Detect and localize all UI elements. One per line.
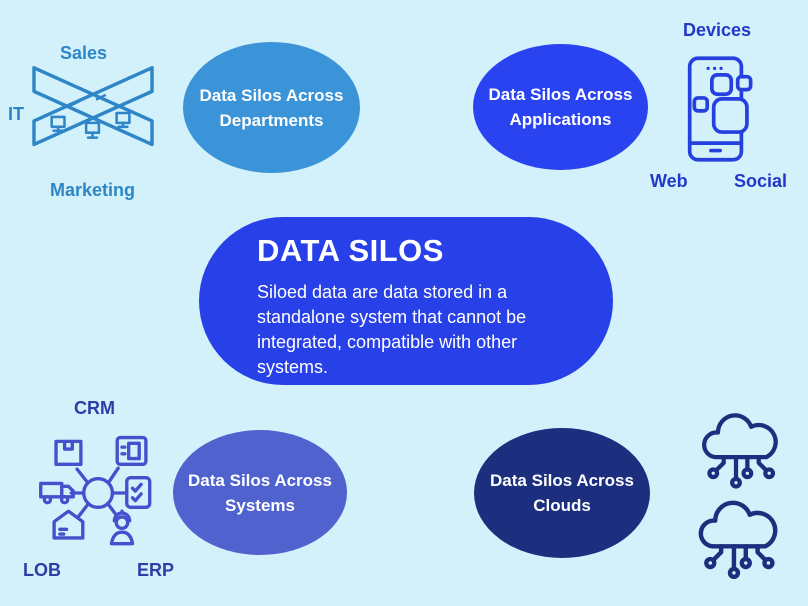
card-body-line: integrated, compatible with other: [257, 332, 518, 352]
ellipse-label-line: Departments: [219, 110, 324, 130]
ellipse-label-line: Data Silos Across: [188, 470, 332, 490]
ellipse-label-line: Applications: [509, 110, 612, 129]
label-crm: CRM: [74, 398, 115, 418]
connected-clouds-icon: [686, 406, 786, 586]
label-web: Web: [650, 171, 688, 191]
card-title: DATA SILOS: [257, 233, 444, 268]
ellipse-data-silos-across-applications: Data Silos Across Applications: [473, 44, 648, 170]
ellipse-data-silos-across-clouds: Data Silos Across Clouds: [474, 428, 650, 558]
label-sales: Sales: [60, 43, 108, 63]
card-body-line: standalone system that cannot be: [257, 307, 527, 327]
label-it: IT: [8, 104, 24, 124]
card-body-line: systems.: [257, 357, 329, 377]
card-body: Siloed data are data stored in a standal…: [257, 280, 573, 380]
label-social: Social: [734, 171, 788, 191]
ellipse-label-line: Data Silos Across: [490, 471, 634, 490]
label-marketing: Marketing: [50, 180, 136, 200]
mobile-apps-icon: [686, 52, 758, 166]
label-erp: ERP: [137, 560, 175, 580]
center-card-data-silos: DATA SILOS Siloed data are data stored i…: [199, 217, 613, 385]
ellipse-data-silos-across-systems: Data Silos Across Systems: [173, 430, 347, 555]
ellipse-label-line: Clouds: [533, 496, 591, 515]
ellipse-data-silos-across-departments: Data Silos Across Departments: [183, 42, 360, 173]
ellipse-label-line: Data Silos Across: [488, 85, 633, 104]
ellipse-label-line: Data Silos Across: [199, 85, 344, 105]
label-lob: LOB: [23, 560, 61, 580]
system-hub-icon: [36, 428, 164, 558]
office-partitions-icon: [28, 54, 158, 174]
card-body-line: Siloed data are data stored in a: [257, 282, 508, 302]
ellipse-label-line: Systems: [225, 495, 295, 515]
label-devices: Devices: [683, 20, 752, 40]
